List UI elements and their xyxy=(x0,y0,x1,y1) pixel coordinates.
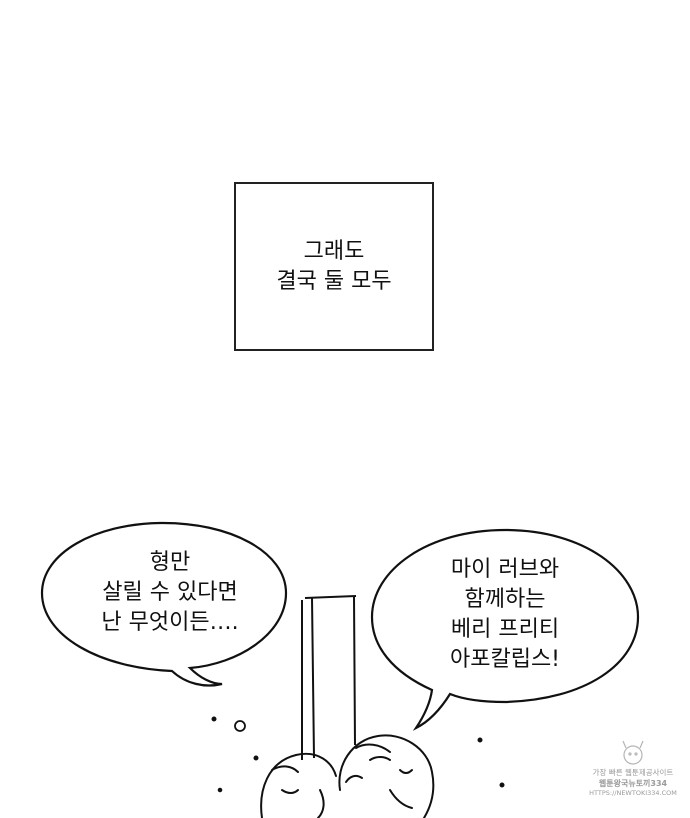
characters-hugging xyxy=(260,734,435,818)
site-watermark: 가장 빠른 웹툰제공사이트 웹툰왕국뉴토끼334 HTTPS://NEWTOKI… xyxy=(580,740,686,810)
pillar xyxy=(301,595,357,760)
decorative-dots xyxy=(211,716,505,793)
caption-line-2: 결국 둘 모두 xyxy=(276,268,392,294)
watermark-mascot-icon xyxy=(622,740,644,765)
left-bubble-line-1: 형만 xyxy=(149,550,191,575)
right-bubble-text: 마이 러브와 함께하는 베리 프리티 아포칼립스! xyxy=(405,550,605,680)
right-bubble-line-3: 베리 프리티 xyxy=(450,617,560,642)
right-bubble-line-2: 함께하는 xyxy=(464,587,546,612)
narration-caption-box: 그래도 결국 둘 모두 xyxy=(234,182,434,351)
left-speech-bubble xyxy=(40,521,288,687)
left-bubble-line-2: 살릴 수 있다면 xyxy=(102,580,238,605)
watermark-line-1: 가장 빠른 웹툰제공사이트 xyxy=(592,768,674,777)
right-speech-bubble xyxy=(370,528,640,731)
left-bubble-line-3: 난 무엇이든…. xyxy=(101,610,239,635)
watermark-line-2: 웹툰왕국뉴토끼334 xyxy=(598,779,668,788)
right-bubble-line-1: 마이 러브와 xyxy=(450,557,560,582)
left-bubble-text: 형만 살릴 수 있다면 난 무엇이든…. xyxy=(70,538,270,648)
right-bubble-line-4: 아포칼립스! xyxy=(449,647,561,672)
caption-line-1: 그래도 xyxy=(303,238,365,264)
watermark-line-3: HTTPS://NEWTOKI334.COM xyxy=(589,789,677,797)
